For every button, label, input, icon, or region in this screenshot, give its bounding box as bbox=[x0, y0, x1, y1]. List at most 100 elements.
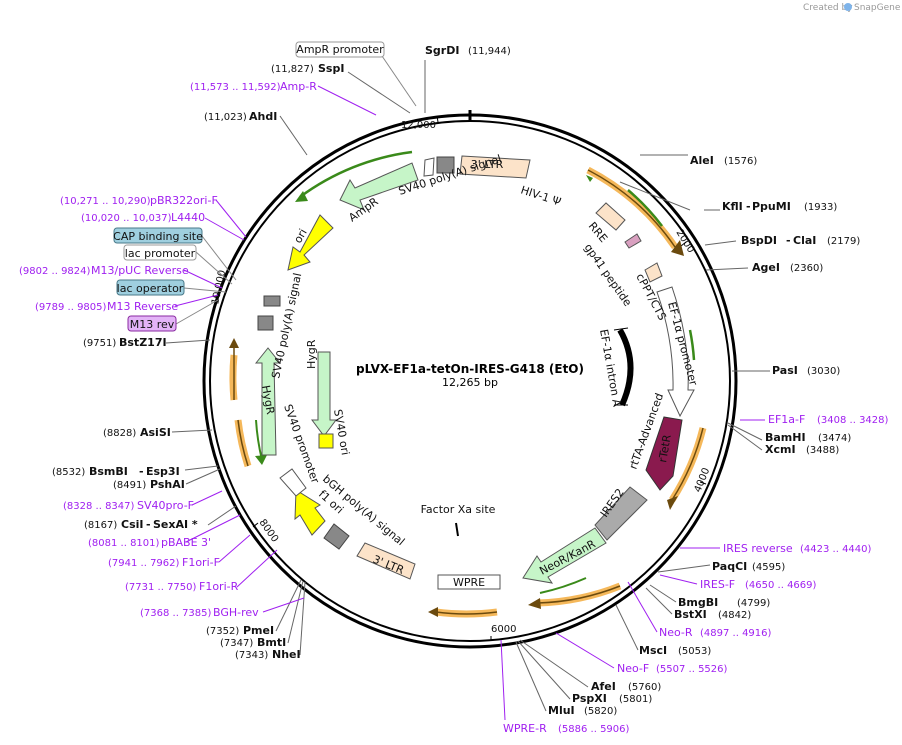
svg-text:(10,020 .. 10,037): (10,020 .. 10,037) bbox=[81, 213, 172, 224]
feature-shapes bbox=[254, 155, 695, 590]
plasmid-size: 12,265 bp bbox=[442, 376, 498, 389]
orf-arrows bbox=[229, 150, 707, 618]
primer-f1ori-r: F1ori-R bbox=[199, 580, 239, 593]
primer-amp-r: Amp-R bbox=[280, 80, 317, 93]
tick-6000: 6000 bbox=[491, 624, 516, 635]
svg-text:(5820): (5820) bbox=[584, 706, 617, 717]
svg-text:(4650 .. 4669): (4650 .. 4669) bbox=[745, 580, 817, 591]
feature-3ltr-top bbox=[459, 155, 531, 179]
label-ampr-promoter: AmpR promoter bbox=[296, 43, 384, 56]
svg-text:(4595): (4595) bbox=[752, 562, 785, 573]
tick-10000: 10,000 bbox=[210, 269, 228, 306]
site-pspxi: PspXI bbox=[572, 692, 607, 705]
svg-text:(9789 .. 9805): (9789 .. 9805) bbox=[35, 302, 107, 313]
site-csii: CsiI bbox=[121, 518, 143, 531]
svg-text:(7731 .. 7750): (7731 .. 7750) bbox=[125, 582, 197, 593]
primer-pbr322ori-f: pBR322ori-F bbox=[150, 194, 218, 207]
svg-text:Esp3I: Esp3I bbox=[146, 465, 180, 478]
site-afei: AfeI bbox=[591, 680, 616, 693]
svg-text:ClaI: ClaI bbox=[793, 234, 816, 247]
svg-text:(8167): (8167) bbox=[84, 520, 117, 531]
svg-text:(8828): (8828) bbox=[103, 428, 136, 439]
tick-8000: 8000 bbox=[257, 517, 281, 544]
primer-pbabe3: pBABE 3' bbox=[161, 536, 211, 549]
svg-text:(7368 .. 7385): (7368 .. 7385) bbox=[140, 608, 212, 619]
primer-ires-f: IRES-F bbox=[700, 578, 735, 591]
sites-right bbox=[515, 154, 770, 712]
svg-text:(9802 .. 9824): (9802 .. 9824) bbox=[19, 266, 91, 277]
site-xcmi: XcmI bbox=[765, 443, 796, 456]
site-ahdi: AhdI bbox=[249, 110, 277, 123]
feature-f1-ori bbox=[294, 489, 326, 536]
site-sspi: SspI bbox=[318, 62, 344, 75]
site-asisi: AsiSI bbox=[140, 426, 171, 439]
snapgene-logo-icon bbox=[844, 3, 852, 11]
feature-rtetr bbox=[645, 416, 683, 491]
primer-neo-r: Neo-R bbox=[659, 626, 693, 639]
primer-ires-reverse: IRES reverse bbox=[723, 542, 793, 555]
site-pmei: PmeI bbox=[243, 624, 274, 637]
svg-text:(3030): (3030) bbox=[807, 366, 840, 377]
feature-ori bbox=[287, 214, 334, 271]
svg-text:-: - bbox=[746, 200, 751, 213]
svg-text:(5886 .. 5906): (5886 .. 5906) bbox=[558, 724, 630, 735]
svg-text:(2179): (2179) bbox=[827, 236, 860, 247]
svg-text:(8532): (8532) bbox=[52, 467, 85, 478]
label-lac-operator: lac operator bbox=[117, 282, 184, 295]
label-ori: ori bbox=[291, 227, 309, 246]
primer-m13puc-reverse: M13/pUC Reverse bbox=[91, 264, 189, 277]
primer-text: (11,573 .. 11,592) Amp-R (10,271 .. 10,2… bbox=[19, 80, 889, 735]
label-wpre: WPRE bbox=[453, 576, 485, 589]
svg-text:(11,023): (11,023) bbox=[204, 112, 247, 123]
label-sv40-ori: SV40 ori bbox=[331, 408, 352, 456]
site-pasi: PasI bbox=[772, 364, 798, 377]
site-pshai: PshAI bbox=[150, 478, 185, 491]
svg-text:(7941 .. 7962): (7941 .. 7962) bbox=[108, 558, 180, 569]
svg-text:(3474): (3474) bbox=[818, 433, 851, 444]
credit-brand: SnapGene bbox=[854, 3, 901, 13]
site-bmgbi: BmgBI bbox=[678, 596, 718, 609]
primer-neo-f: Neo-F bbox=[617, 662, 649, 675]
label-cap-binding-site: CAP binding site bbox=[113, 230, 203, 243]
svg-text:(1933): (1933) bbox=[804, 202, 837, 213]
svg-text:(4897 .. 4916): (4897 .. 4916) bbox=[700, 628, 772, 639]
svg-text:(8328 .. 8347): (8328 .. 8347) bbox=[63, 501, 135, 512]
primer-m13-reverse: M13 Reverse bbox=[107, 300, 178, 313]
label-3ltr-top: 3' LTR bbox=[471, 158, 504, 171]
site-sgrdi: SgrDI bbox=[425, 44, 459, 57]
sites-left-text: SgrDI (11,944) (11,827) SspI (11,023) Ah… bbox=[52, 44, 511, 661]
svg-text:(1576): (1576) bbox=[724, 156, 757, 167]
svg-text:(11,573 .. 11,592): (11,573 .. 11,592) bbox=[190, 82, 281, 93]
label-m13-rev: M13 rev bbox=[130, 318, 175, 331]
svg-text:(3488): (3488) bbox=[806, 445, 839, 456]
svg-text:(7347): (7347) bbox=[220, 638, 253, 649]
feature-ampr bbox=[339, 162, 419, 211]
svg-text:(5507 .. 5526): (5507 .. 5526) bbox=[656, 664, 728, 675]
site-kfli: KflI bbox=[722, 200, 743, 213]
feature-neor bbox=[522, 527, 607, 584]
svg-text:(8491): (8491) bbox=[113, 480, 146, 491]
svg-text:(2360): (2360) bbox=[790, 263, 823, 274]
label-hygr-outer: HygR bbox=[259, 384, 277, 416]
primer-sv40pro-f: SV40pro-F bbox=[137, 499, 194, 512]
svg-text:-: - bbox=[139, 465, 144, 478]
primer-wpre-r: WPRE-R bbox=[503, 722, 547, 735]
svg-text:(3408 .. 3428): (3408 .. 3428) bbox=[817, 415, 889, 426]
site-mlui: MluI bbox=[548, 704, 575, 717]
primer-ef1a-f: EF1a-F bbox=[768, 413, 805, 426]
label-rre: RRE bbox=[586, 220, 610, 245]
svg-text:(10,271 .. 10,290): (10,271 .. 10,290) bbox=[60, 196, 151, 207]
svg-text:SexAI *: SexAI * bbox=[153, 518, 198, 531]
feature-ef1a-promoter bbox=[656, 286, 695, 418]
credit-prefix: Created by bbox=[803, 3, 853, 13]
label-neor: NeoR/KanR bbox=[537, 537, 598, 577]
site-bstxi: BstXI bbox=[674, 608, 707, 621]
site-alei: AleI bbox=[690, 154, 714, 167]
label-lac-promoter: lac promoter bbox=[125, 247, 196, 260]
feature-wpre bbox=[437, 574, 501, 590]
primer-l4440: L4440 bbox=[171, 211, 205, 224]
feature-rre bbox=[595, 202, 626, 231]
sites-left bbox=[165, 60, 426, 656]
feature-cppt bbox=[644, 262, 663, 283]
sites-right-text: AleI (1576) KflI PpuMI - (1933) BspDI - … bbox=[548, 154, 860, 717]
